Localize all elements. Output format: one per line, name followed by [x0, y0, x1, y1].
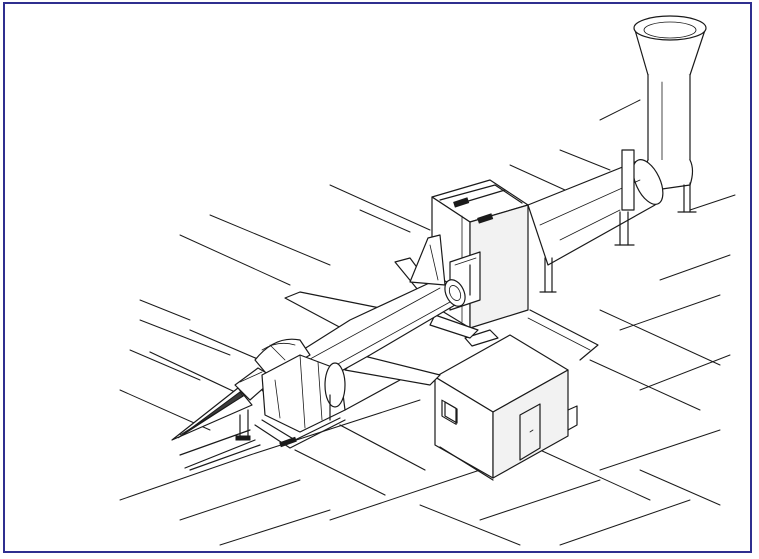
control-cabin: [434, 334, 578, 481]
floor-grid: [119, 99, 736, 546]
exhaust-collector-building: [431, 179, 529, 329]
cable-trench: [464, 309, 599, 361]
engine-test-stand: [184, 354, 346, 469]
floor-tie-down-rails: [149, 329, 426, 496]
exhaust-duct: [527, 149, 664, 293]
